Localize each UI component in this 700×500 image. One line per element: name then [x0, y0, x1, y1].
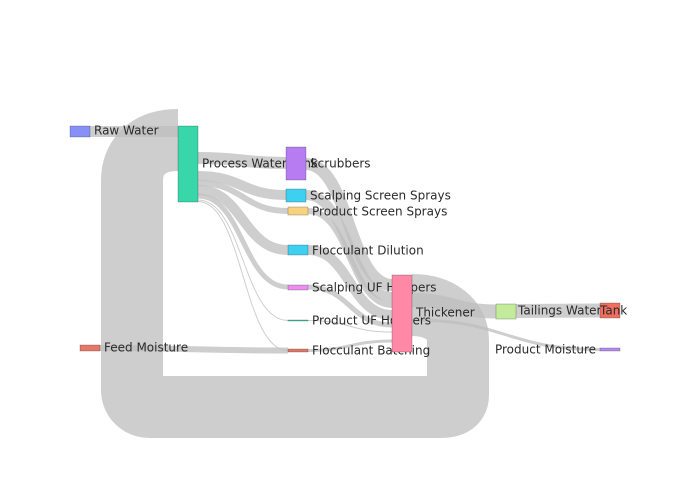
node-label: Scrubbers	[310, 157, 371, 171]
node-thickener[interactable]: Thickener	[391, 274, 475, 353]
node-bar[interactable]	[287, 348, 309, 353]
node-bar[interactable]	[495, 303, 517, 320]
link-process-water-tank-to-flocculant-batching[interactable]	[197, 201, 289, 351]
node-bar[interactable]	[287, 284, 309, 291]
node-label: Product Screen Sprays	[312, 205, 447, 219]
link-product-uf-hoppers-to-thickener[interactable]	[307, 320, 393, 333]
node-bar[interactable]	[287, 319, 309, 322]
node-label: Product UF Hoppers	[312, 314, 431, 328]
node-label: Scalping UF Hoppers	[312, 281, 437, 295]
node-label: Feed Moisture	[104, 341, 188, 355]
node-tailings-water[interactable]: Tailings Water	[495, 303, 602, 320]
node-bar[interactable]	[285, 188, 307, 203]
node-label: Flocculant Dilution	[312, 244, 424, 258]
node-label: Product Moisture	[495, 343, 596, 357]
node-bar[interactable]	[285, 146, 307, 181]
node-label: Tank	[599, 304, 627, 318]
node-tank[interactable]: Tank	[599, 302, 627, 319]
node-label: Scalping Screen Sprays	[310, 189, 451, 203]
link-thickener-to-process-water-tank[interactable]	[101, 109, 489, 438]
link-flocculant-dilution-to-thickener[interactable]	[307, 245, 393, 320]
link-scalping-uf-hoppers-to-thickener[interactable]	[307, 284, 393, 328]
node-raw-water[interactable]: Raw Water	[69, 124, 159, 138]
node-bar[interactable]	[599, 302, 621, 319]
link-process-water-tank-to-scrubbers[interactable]	[197, 152, 287, 169]
node-bar[interactable]	[177, 125, 199, 203]
node-product-screen-sprays[interactable]: Product Screen Sprays	[287, 205, 447, 219]
node-label: Tailings Water	[517, 304, 602, 318]
node-bar[interactable]	[287, 206, 309, 216]
link-process-water-tank-to-scalping-uf-hoppers[interactable]	[197, 193, 289, 290]
node-label: Thickener	[415, 306, 475, 320]
node-bar[interactable]	[287, 244, 309, 256]
node-scrubbers[interactable]: Scrubbers	[285, 146, 371, 181]
link-process-water-tank-to-product-uf-hoppers[interactable]	[197, 199, 289, 321]
node-product-moisture[interactable]: Product Moisture	[495, 343, 621, 357]
link-process-water-tank-to-flocculant-dilution[interactable]	[197, 185, 289, 255]
node-bar[interactable]	[79, 344, 101, 352]
node-label: Flocculant Batching	[312, 344, 430, 358]
node-flocculant-dilution[interactable]: Flocculant Dilution	[287, 244, 424, 258]
link-process-water-tank-to-product-screen-sprays[interactable]	[197, 180, 289, 214]
link-thickener-to-product-moisture[interactable]	[411, 318, 601, 351]
node-bar[interactable]	[391, 274, 413, 353]
node-feed-moisture[interactable]: Feed Moisture	[79, 341, 188, 355]
link-scrubbers-to-thickener[interactable]	[304, 158, 394, 291]
node-bar[interactable]	[599, 347, 621, 352]
link-product-screen-sprays-to-thickener[interactable]	[307, 208, 393, 308]
link-tailings-water-to-tank[interactable]	[515, 303, 601, 318]
sankey-links	[90, 109, 601, 438]
node-scalping-screen-sprays[interactable]: Scalping Screen Sprays	[285, 188, 451, 203]
link-flocculant-batching-to-thickener[interactable]	[307, 339, 393, 352]
link-scalping-screen-sprays-to-thickener[interactable]	[305, 190, 393, 302]
link-process-water-tank-to-scalping-screen-sprays[interactable]	[197, 171, 287, 200]
node-label: Raw Water	[94, 124, 159, 138]
node-bar[interactable]	[69, 125, 91, 138]
